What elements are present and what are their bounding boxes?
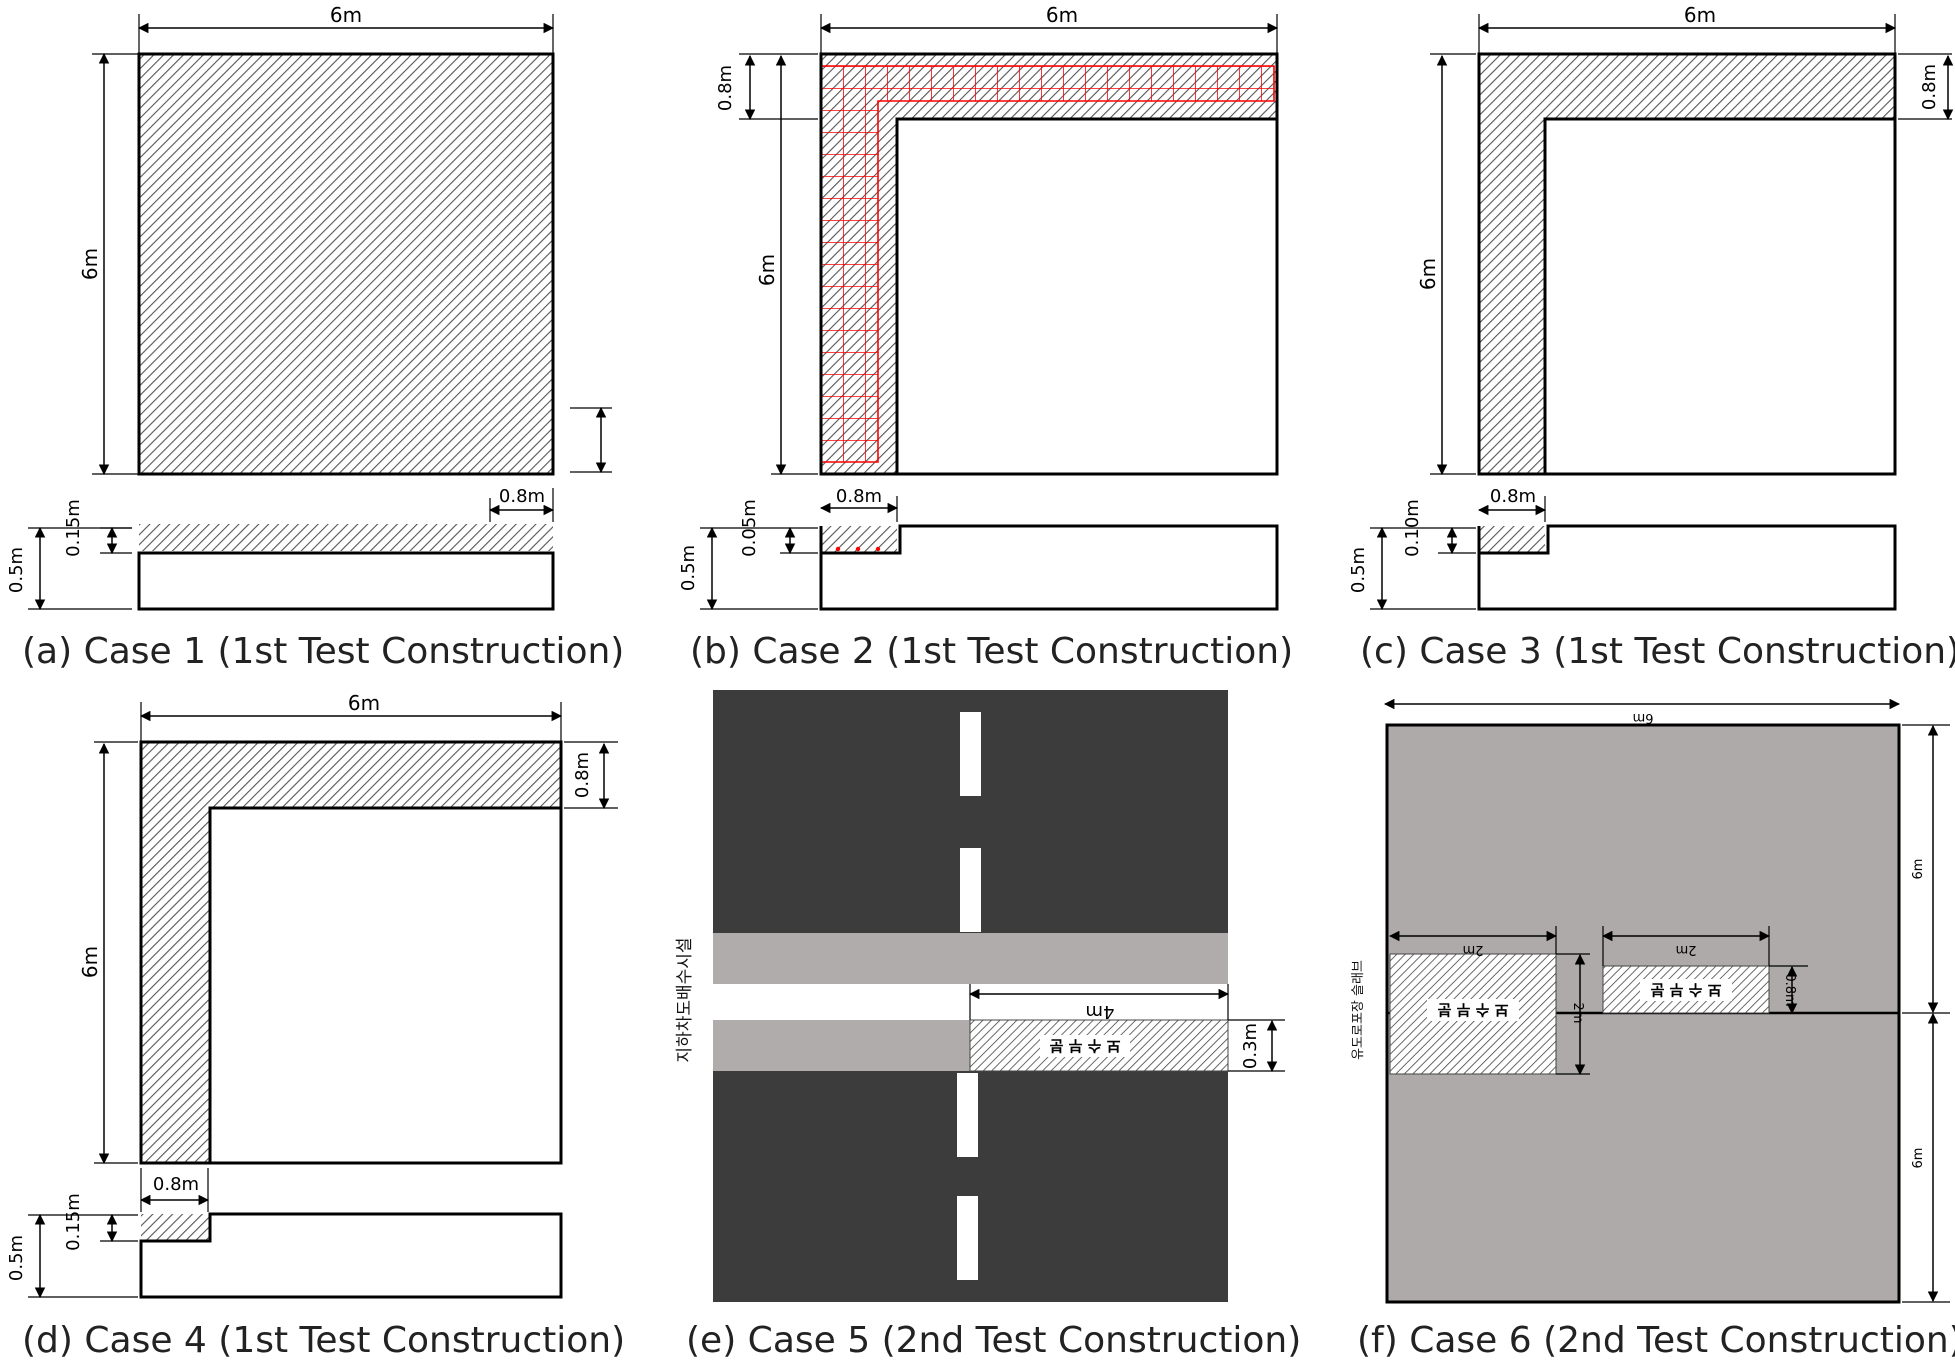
case2-08-label: 0.8m [836,486,882,507]
drainage-facility-label: 지하차도배수시설 [675,937,695,1062]
case1-width-label: 6m [330,3,362,27]
case3-height-label: 6m [1416,258,1440,290]
case3-08-label: 0.8m [1490,486,1536,507]
case2-08-vertical-label: 0.8m [715,65,736,111]
panel-case-1: 6m 6m 0.8m 0.15m 0.5m (a) Case 1 (1st Te… [6,3,624,672]
case4-05-label: 0.5m [6,1235,27,1281]
panel-case-4: 6m 0.8m 6m 0.8m 0.15m 0.5m (d) Case 4 (1… [6,691,625,1361]
panel-case-3: 6m 0.8m 6m 0.8m 0.10m 0.5m (c) Case 3 (1… [1348,3,1955,672]
case3-section-base [1477,524,1897,611]
case3-section-overlay [1479,526,1545,553]
case3-width-label: 6m [1684,3,1716,27]
case3-slab-plan [1477,52,1897,476]
case6-left-width-label: 2m [1463,942,1484,957]
lane-marking [957,1196,978,1280]
case6-right-width-label: 2m [1676,942,1697,957]
case4-width-label: 6m [348,691,380,715]
case2-l-strip [821,54,1277,474]
case4-015-label: 0.15m [63,1193,84,1251]
rebar-dot [875,546,881,552]
case6-left-height-label: 2m [1570,1003,1585,1024]
case1-slab-plan [137,52,555,476]
rebar-dot [835,546,841,552]
case5-03m-label: 0.3m [1240,1023,1261,1069]
case4-08-label: 0.8m [153,1174,199,1195]
repair-label-case6-right: 보 수 부 분 [1650,981,1721,999]
caption-f: (f) Case 6 (2nd Test Construction) [1357,1320,1955,1361]
case3-05-label: 0.5m [1348,547,1369,593]
caption-a: (a) Case 1 (1st Test Construction) [22,631,624,672]
case2-05-label: 0.5m [678,545,699,591]
drainage-band-upper [713,933,1228,984]
case2-slab-plan [819,52,1279,476]
case2-width-label: 6m [1046,3,1078,27]
case1-08-label: 0.8m [499,486,545,507]
case4-slab-plan [139,740,563,1165]
repair-label-case5: 보 수 부 분 [1049,1037,1120,1055]
case1-section-overlay [139,524,553,551]
case3-08-vertical-label: 0.8m [1919,64,1940,110]
panel-case-6: 6m 보 수 부 분 보 수 부 분 2m 2m 2m 0.8m 6m 6m 유… [1351,698,1955,1361]
caption-c: (c) Case 3 (1st Test Construction) [1360,631,1955,672]
case4-section-base [139,1212,563,1299]
case4-08-vertical-label: 0.8m [572,752,593,798]
case2-height-label: 6m [755,254,779,286]
caption-e: (e) Case 5 (2nd Test Construction) [686,1320,1301,1361]
case4-height-label: 6m [78,946,102,978]
lane-marking [960,848,981,932]
lane-marking [960,712,981,796]
panel-case-2: 6m 0.8m 6m 0.8m 0.05m 0.5m (b) Case 2 (1… [678,3,1293,672]
case6-right-height-label: 0.8m [1782,973,1797,1006]
case6-lower-height-label: 6m [1911,1148,1926,1169]
drainage-slab-label: 유도로포장 슬래브 [1351,960,1366,1060]
case4-section-overlay [141,1214,210,1241]
case6-upper-height-label: 6m [1911,859,1926,880]
case2-section-base [819,524,1279,611]
case6-width-label: 6m [1633,710,1654,725]
case1-section-base [137,551,555,611]
case1-05-label: 0.5m [6,547,27,593]
caption-d: (d) Case 4 (1st Test Construction) [22,1320,625,1361]
case1-height-label: 6m [78,248,102,280]
case4-l-strip [141,742,561,1163]
lane-marking [957,1073,978,1157]
rebar-dot [855,546,861,552]
case3-l-strip [1479,54,1895,474]
panel-case-5: 보 수 부 분 4m 0.3m 지하차도배수시설 (e) Case 5 (2nd… [675,690,1301,1361]
repair-label-case6-left: 보 수 부 분 [1437,1001,1508,1019]
case5-4m-label: 4m [1086,1001,1115,1022]
caption-b: (b) Case 2 (1st Test Construction) [690,631,1293,672]
